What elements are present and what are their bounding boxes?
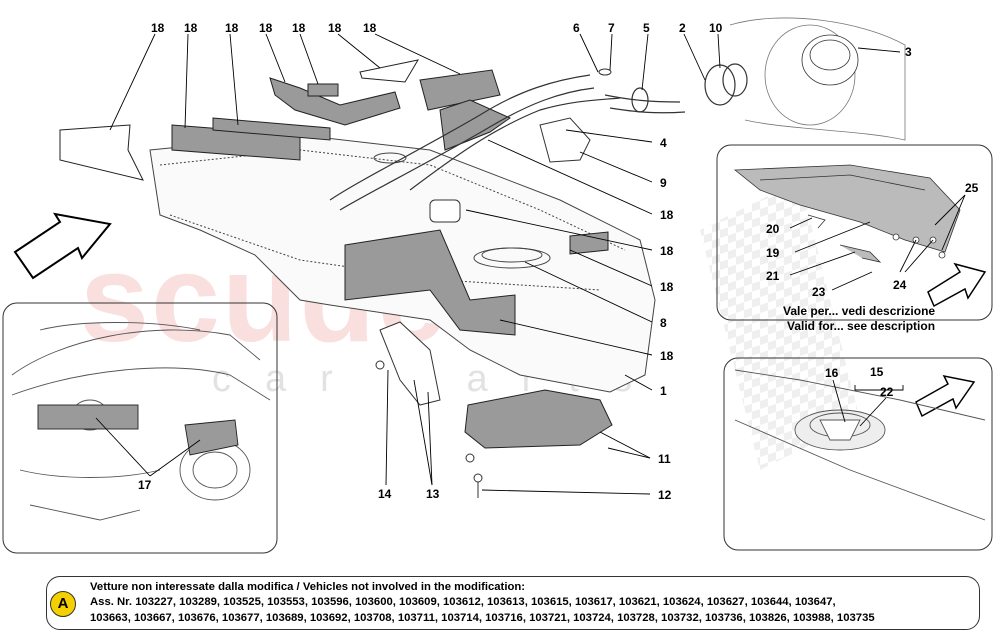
callout-6: 6 [573, 21, 580, 35]
callout-13: 13 [426, 487, 440, 501]
note-title: Vetture non interessate dalla modifica /… [90, 581, 526, 593]
callout-18: 18 [328, 21, 342, 35]
callout-4: 4 [660, 136, 667, 150]
callout-23: 23 [812, 285, 826, 299]
small-parts [375, 68, 612, 498]
inset-frame-right [716, 144, 993, 321]
callout-18: 18 [151, 21, 165, 35]
callout-14: 14 [378, 487, 392, 501]
callout-25: 25 [965, 181, 979, 195]
vehicle-note-box [46, 576, 980, 630]
inset-caption-en: Valid for... see description [787, 319, 936, 333]
filler-cap-inset [734, 369, 986, 521]
inset-frame-left [2, 302, 278, 554]
leader-lines [95, 33, 966, 495]
callout-18: 18 [660, 280, 674, 294]
callout-18: 18 [184, 21, 198, 35]
callout-1: 1 [660, 384, 667, 398]
callout-17: 17 [138, 478, 152, 492]
callout-12: 12 [658, 488, 672, 502]
note-assembly-numbers-2: 103663, 103667, 103676, 103677, 103689, … [90, 612, 875, 624]
callout-3: 3 [905, 45, 912, 59]
car-body-fuel-door [729, 17, 906, 141]
car-rear-inset [11, 322, 271, 521]
callout-20: 20 [766, 222, 780, 236]
callout-2: 2 [679, 21, 686, 35]
callout-18: 18 [660, 244, 674, 258]
inset-frame-bottom-right [723, 357, 993, 551]
callout-18: 18 [660, 349, 674, 363]
callout-9: 9 [660, 176, 667, 190]
callout-5: 5 [643, 21, 650, 35]
inset-caption-it: Vale per... vedi descrizione [783, 304, 936, 318]
callout-22: 22 [880, 385, 894, 399]
callout-11: 11 [658, 452, 671, 466]
callout-21: 21 [766, 269, 780, 283]
direction-arrow-inset [927, 262, 987, 308]
note-badge: A [50, 591, 76, 617]
callout-7: 7 [608, 21, 615, 35]
callout-18: 18 [660, 208, 674, 222]
note-assembly-numbers-1: Ass. Nr. 103227, 103289, 103525, 103553,… [90, 596, 836, 608]
heat-shield-inset [733, 164, 961, 263]
callout-24: 24 [893, 278, 907, 292]
callout-18: 18 [292, 21, 306, 35]
callout-18: 18 [259, 21, 273, 35]
insulation-pads [59, 59, 613, 449]
callout-18: 18 [225, 21, 239, 35]
watermark-checker [700, 180, 860, 470]
callout-16: 16 [825, 366, 839, 380]
callout-15: 15 [870, 365, 884, 379]
direction-arrow-large [13, 212, 112, 280]
direction-arrow-inset-bottom [915, 374, 976, 418]
callout-8: 8 [660, 316, 667, 330]
callout-18: 18 [363, 21, 377, 35]
callout-19: 19 [766, 246, 780, 260]
callout-10: 10 [709, 21, 723, 35]
